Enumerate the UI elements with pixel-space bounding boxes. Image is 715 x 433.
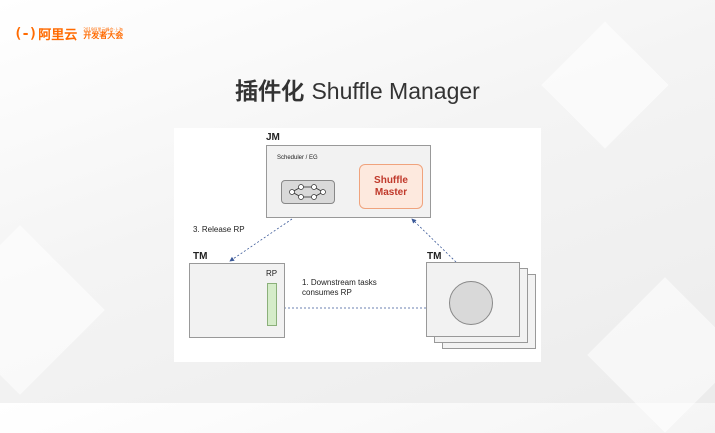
background-shape bbox=[0, 225, 105, 395]
execution-graph-icon bbox=[289, 184, 326, 200]
aliyun-logo: (-) 阿里云 2019阿里云峰会·上海 开发者大会 bbox=[14, 24, 124, 44]
jm-box: Scheduler / EG Shuffle Master bbox=[266, 145, 431, 218]
tm-right-box bbox=[426, 262, 520, 337]
release-rp-label: 3. Release RP bbox=[193, 225, 245, 234]
tm-right-label: TM bbox=[427, 251, 442, 262]
slide-title-en: Shuffle Manager bbox=[311, 78, 480, 104]
result-partition-bar bbox=[267, 283, 277, 326]
event-top-text: 2019阿里云峰会·上海 bbox=[83, 26, 123, 32]
aliyun-brand-text: 阿里云 bbox=[38, 28, 78, 43]
event-badge: 2019阿里云峰会·上海 开发者大会 bbox=[83, 26, 124, 40]
release-arrow bbox=[229, 218, 293, 262]
scheduler-label: Scheduler / EG bbox=[277, 155, 318, 161]
diagram-connectors bbox=[229, 218, 457, 311]
background-shape bbox=[587, 277, 715, 433]
aliyun-logo-icon: (-) bbox=[14, 25, 37, 42]
task-circle bbox=[449, 281, 493, 325]
downstream-label: 1. Downstream tasks consumes RP bbox=[302, 278, 377, 297]
shuffle-master-box: Shuffle Master bbox=[359, 164, 423, 209]
diagram-panel: JM Scheduler / EG Shuffle Master bbox=[174, 128, 541, 362]
tm-left-label: TM bbox=[193, 251, 208, 262]
execution-graph-box bbox=[281, 180, 335, 204]
slide-title-zh: 插件化 bbox=[235, 79, 305, 105]
tm-left-box: RP bbox=[189, 263, 285, 338]
slide-title: 插件化 Shuffle Manager bbox=[0, 72, 715, 106]
rp-label: RP bbox=[266, 269, 278, 278]
event-name-text: 开发者大会 bbox=[83, 30, 124, 40]
shuffle-master-label: Shuffle Master bbox=[374, 174, 408, 198]
jm-label: JM bbox=[266, 132, 280, 143]
